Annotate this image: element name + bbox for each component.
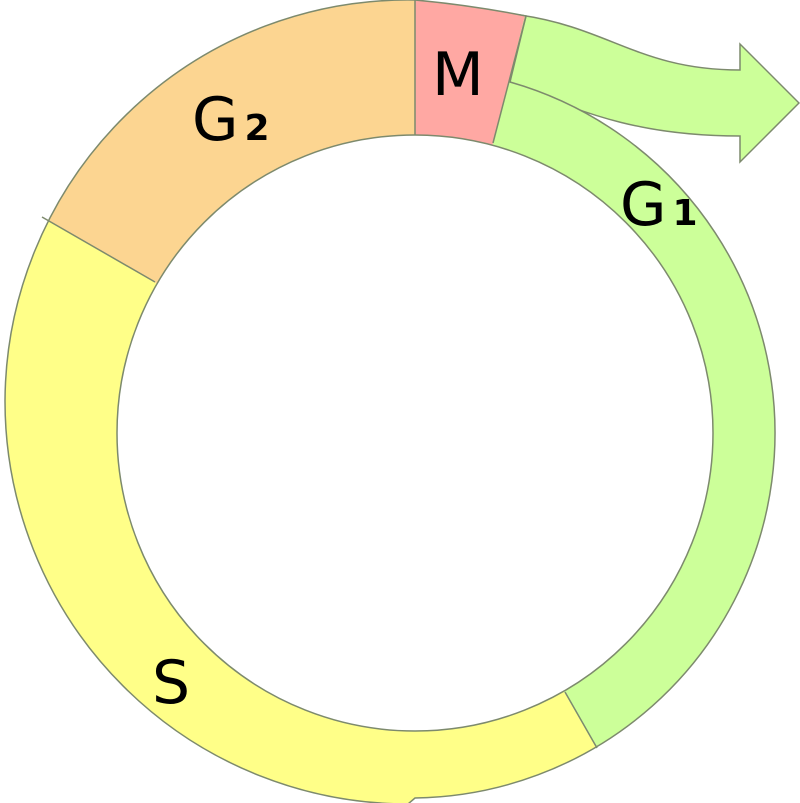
label-g1-sub: 1 xyxy=(673,193,698,234)
boundary-m-g1 xyxy=(492,15,527,144)
label-m: M xyxy=(432,40,484,110)
boundary-s-g1 xyxy=(564,691,598,749)
boundary-g2-s xyxy=(41,216,156,283)
label-g1-main: G xyxy=(620,170,667,240)
ring-outline xyxy=(4,0,776,803)
label-g2-main: G xyxy=(192,85,239,155)
label-s: S xyxy=(152,648,190,718)
label-g2-sub: 2 xyxy=(245,108,270,149)
